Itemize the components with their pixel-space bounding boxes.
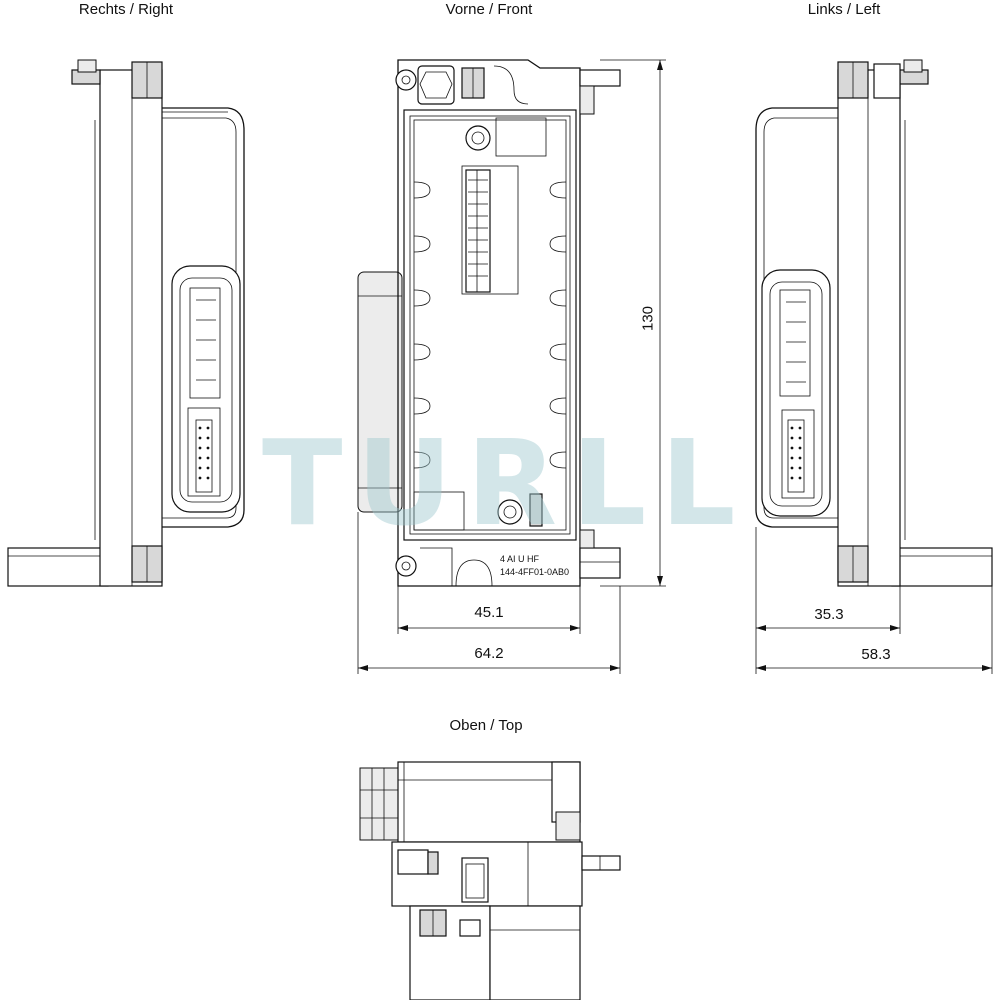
top-view-drawing (359, 761, 621, 1000)
watermark: TURLL (262, 414, 750, 552)
part-label-line1: 4 AI U HF (500, 554, 540, 564)
view-title-front: Vorne / Front (445, 1, 533, 18)
left-view-drawing (755, 59, 993, 674)
view-title-right: Rechts / Right (78, 1, 174, 18)
dimension-front-total-width: 64.2 (474, 645, 504, 662)
front-view-drawing (357, 59, 666, 674)
view-title-top: Oben / Top (449, 717, 523, 734)
dimension-front-inner-width: 45.1 (474, 604, 504, 621)
dimension-left-inner-width: 35.3 (814, 606, 844, 623)
dimension-height: 130 (639, 305, 657, 332)
view-title-left: Links / Left (807, 1, 881, 18)
dimension-left-total-width: 58.3 (861, 646, 891, 663)
part-label-line2: 144-4FF01-0AB0 (500, 567, 570, 577)
right-view-drawing (7, 59, 245, 587)
